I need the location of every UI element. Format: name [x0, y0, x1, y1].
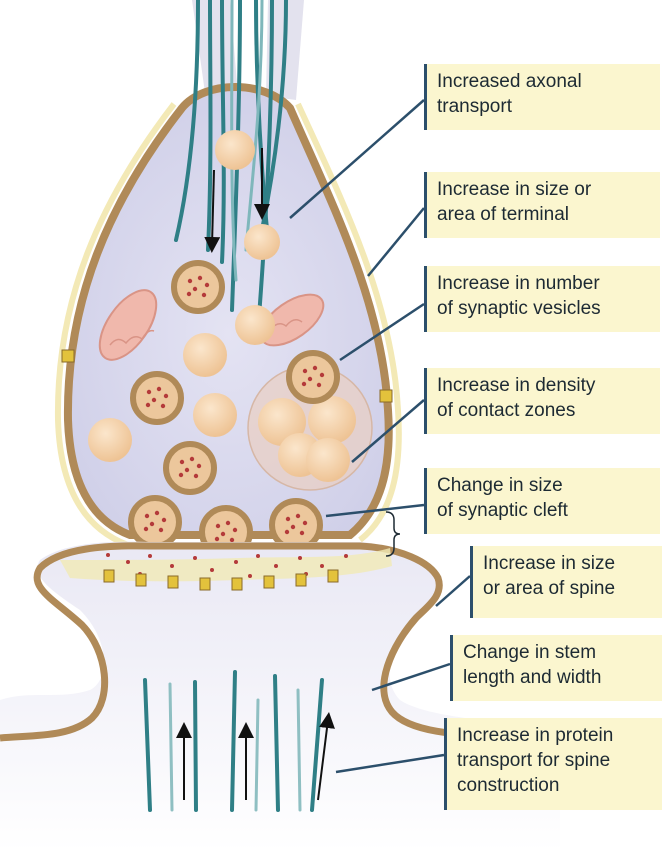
label-spine-size: Increase in size or area of spine [470, 546, 662, 618]
terminal-outer-rim [54, 102, 177, 548]
spine-microtubules [143, 670, 324, 812]
label-stem-length: Change in stem length and width [450, 635, 662, 701]
label-terminal-size: Increase in size or area of terminal [424, 172, 660, 238]
label-vesicle-number: Increase in number of synaptic vesicles [424, 266, 660, 332]
leader-lines [289, 99, 471, 774]
label-protein-transport: Increase in protein transport for spine … [444, 718, 662, 810]
axonal-transport-arrows [204, 148, 270, 253]
vesicle-cluster [247, 365, 373, 491]
mitochondria [98, 289, 325, 361]
protein-transport-arrows [176, 712, 335, 801]
label-cleft-size: Change in size of synaptic cleft [424, 468, 660, 534]
label-contact-density: Increase in density of contact zones [424, 368, 660, 434]
label-axonal-transport: Increased axonal transport [424, 64, 660, 130]
spine-membrane [0, 542, 521, 742]
dendritic-spine [0, 541, 560, 852]
postsynaptic-density [60, 548, 392, 582]
synaptic-vesicles [88, 130, 280, 462]
cleft-bracket [385, 511, 401, 557]
membrane-junctions [61, 349, 393, 403]
receptor-markers [103, 569, 339, 591]
